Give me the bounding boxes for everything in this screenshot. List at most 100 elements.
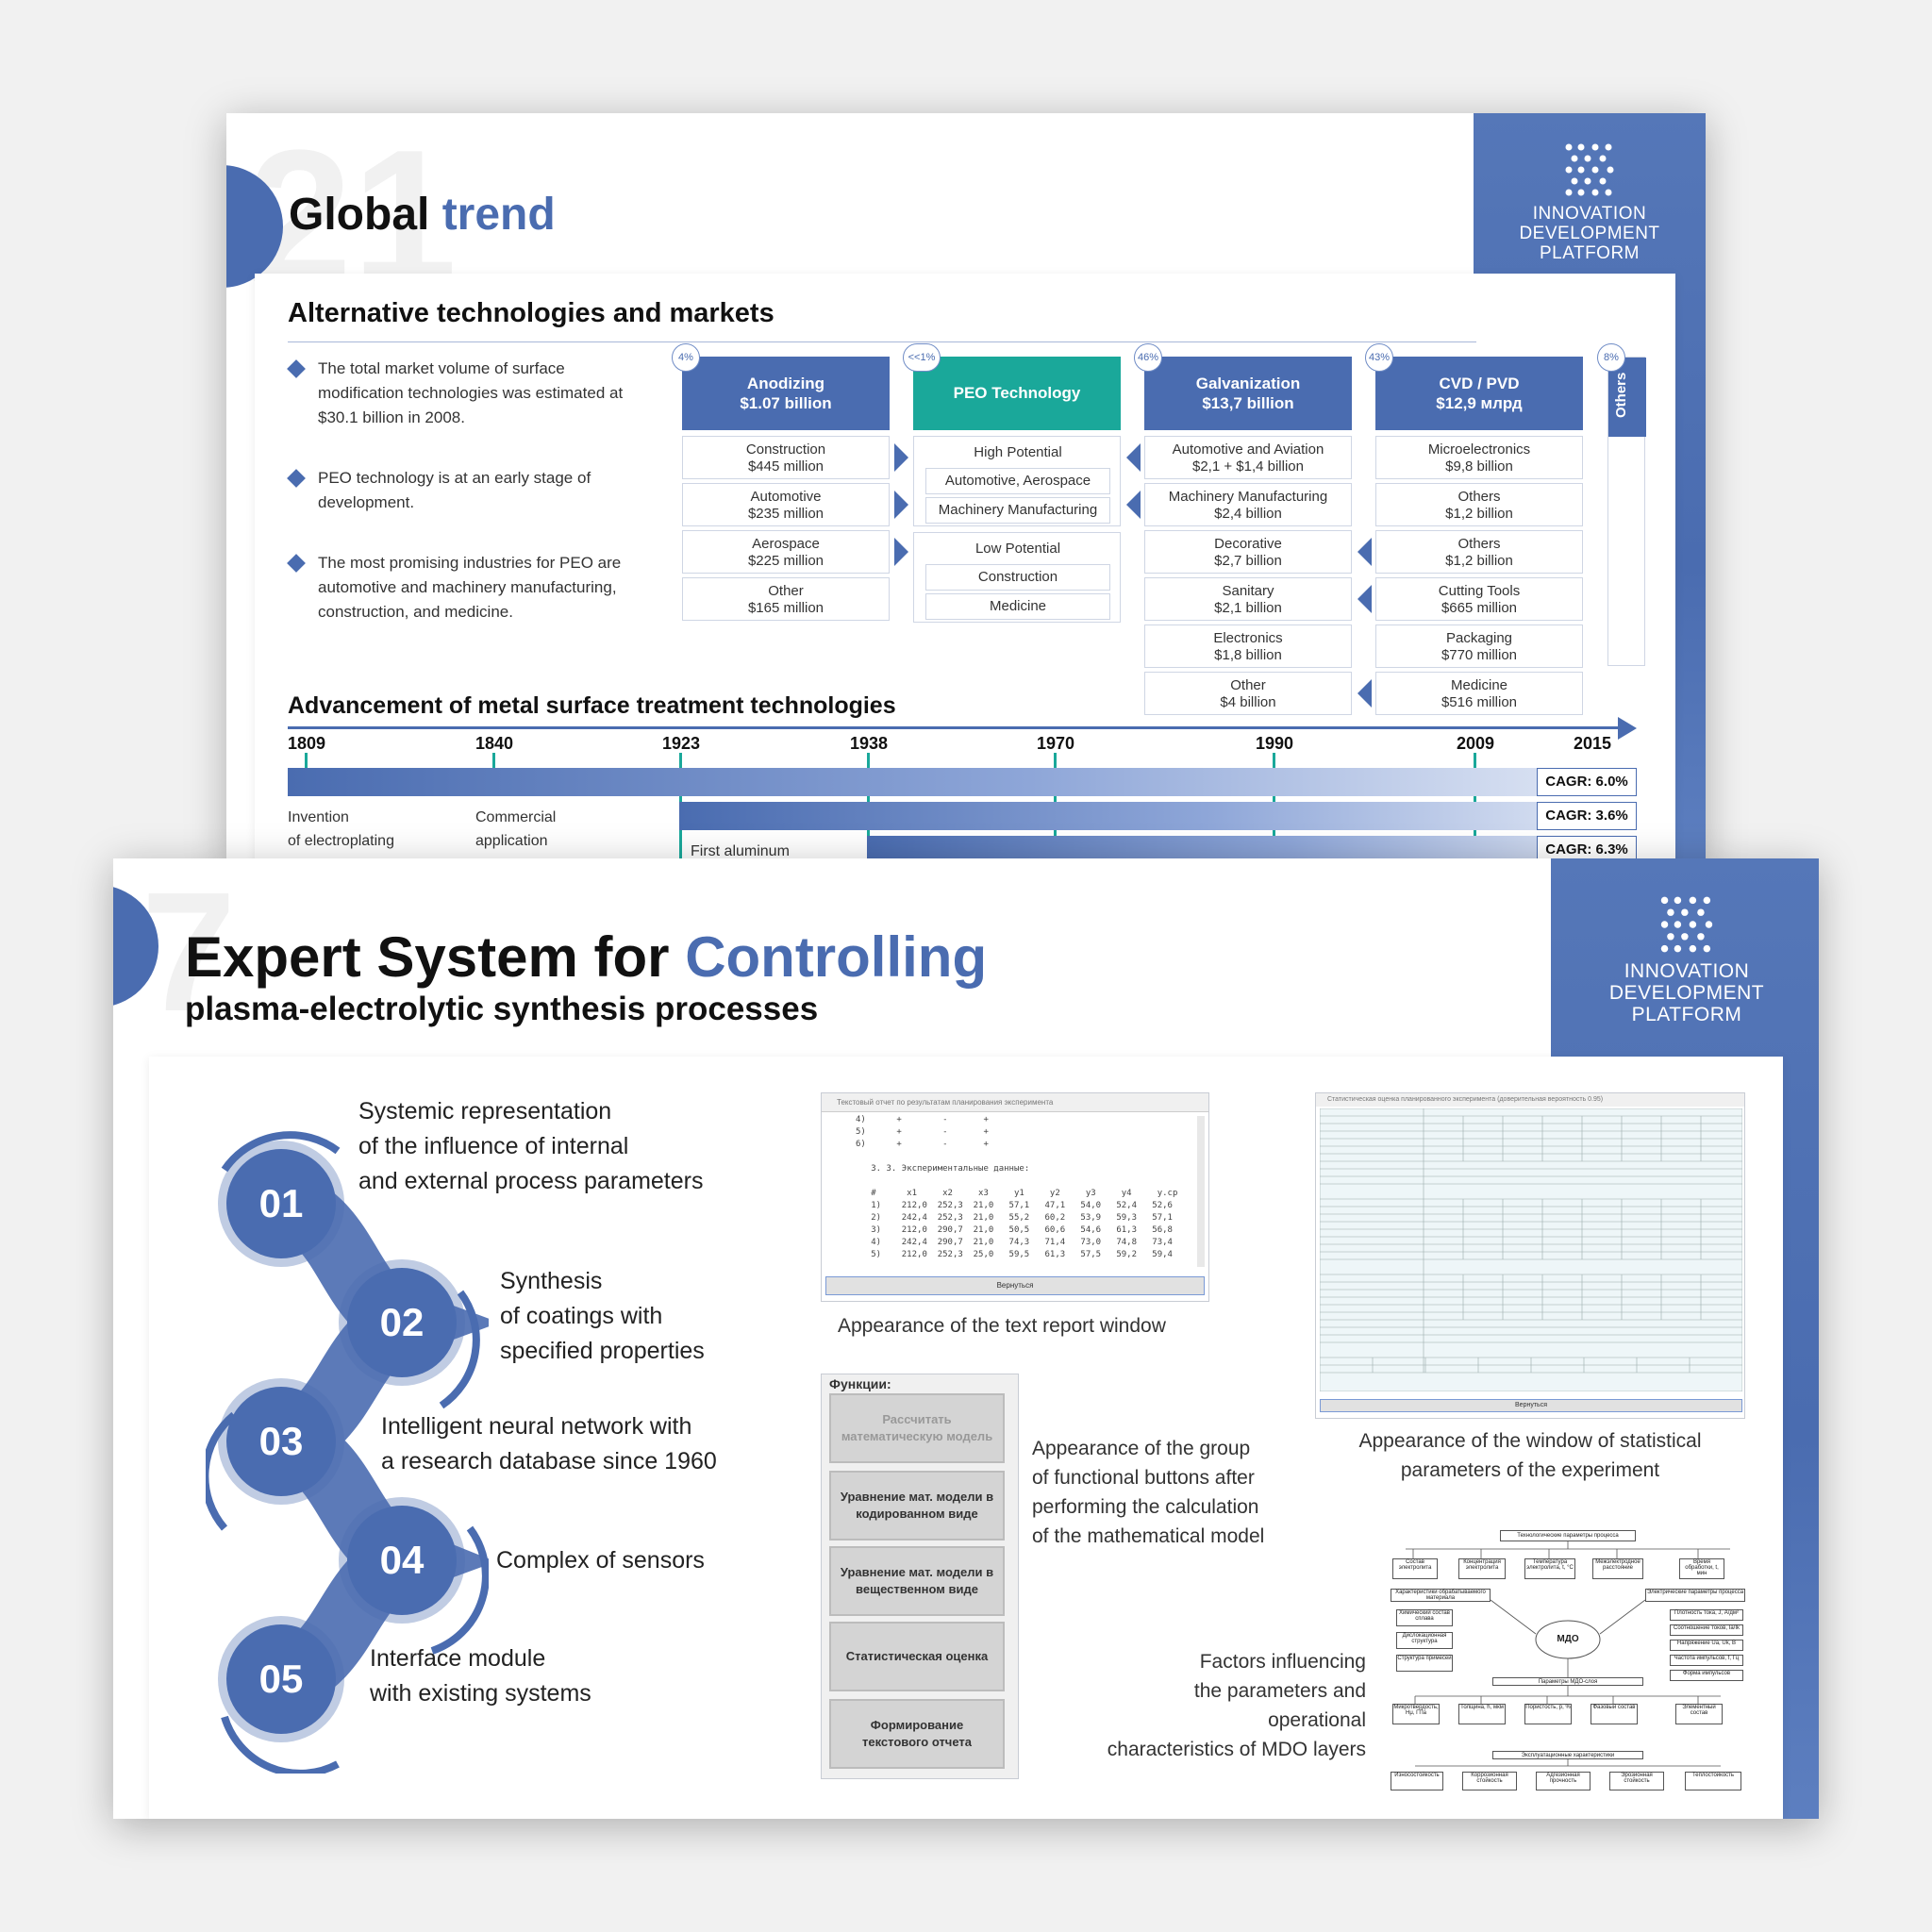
statistics-table bbox=[1320, 1108, 1742, 1391]
text-report-screenshot: Текстовый отчет по результатам планирова… bbox=[821, 1092, 1209, 1302]
diagram-box: Микротвердость, Hμ, ГПа bbox=[1392, 1704, 1440, 1724]
diagram-box: Структура примесей bbox=[1396, 1655, 1453, 1672]
arrow-right-icon bbox=[894, 538, 908, 566]
diagram-box: Электрические параметры процесса bbox=[1645, 1589, 1745, 1602]
diagram-box: Дислокационная структура bbox=[1396, 1632, 1453, 1649]
window-titlebar: Текстовый отчет по результатам планирова… bbox=[822, 1093, 1208, 1112]
page-subtitle: plasma-electrolytic synthesis processes bbox=[185, 991, 819, 1027]
cagr-label: CAGR: 3.6% bbox=[1537, 802, 1637, 830]
year-label: 1970 bbox=[1037, 734, 1075, 753]
column-others: Others bbox=[1607, 357, 1646, 666]
diamond-icon bbox=[287, 554, 306, 573]
return-button[interactable]: Вернуться bbox=[1320, 1399, 1742, 1412]
diagram-connectors bbox=[1406, 1541, 1730, 1767]
diagram-box: Элементный состав bbox=[1675, 1704, 1723, 1724]
company-logo: INNOVATION DEVELOPMENT PLATFORM bbox=[1502, 142, 1677, 263]
diagram-box: Теплостойкость bbox=[1685, 1772, 1741, 1790]
year-label: 2015 bbox=[1574, 734, 1612, 753]
percent-badge: 4% bbox=[672, 343, 700, 372]
year-label: 1990 bbox=[1256, 734, 1294, 753]
market-cell: Machinery Manufacturing$2,4 billion bbox=[1144, 483, 1352, 526]
market-cell: Others$1,2 billion bbox=[1375, 483, 1583, 526]
diagram-box: Толщина, h, мкм bbox=[1458, 1704, 1506, 1724]
stat-estimate-button[interactable]: Статистическая оценка bbox=[829, 1622, 1005, 1691]
diamond-icon bbox=[287, 359, 306, 378]
diagram-box: Концентрация электролита bbox=[1458, 1558, 1506, 1579]
diagram-box: Фазовый состав bbox=[1591, 1704, 1638, 1724]
content-panel: Alternative technologies and markets The… bbox=[255, 274, 1675, 868]
market-cell: Cutting Tools$665 million bbox=[1375, 577, 1583, 621]
arrow-left-icon bbox=[1126, 443, 1141, 472]
growth-bar bbox=[679, 802, 1637, 830]
step-number: 05 bbox=[226, 1624, 336, 1734]
arrow-right-icon bbox=[894, 491, 908, 519]
logo-icon bbox=[1660, 896, 1713, 953]
arrow-left-icon bbox=[1357, 538, 1372, 566]
market-cell: Decorative$2,7 billion bbox=[1144, 530, 1352, 574]
diamond-icon bbox=[287, 469, 306, 488]
text-report-button[interactable]: Формирование текстового отчета bbox=[829, 1699, 1005, 1769]
low-potential-box: Low Potential Construction Medicine bbox=[913, 532, 1121, 623]
market-cell: Microelectronics$9,8 billion bbox=[1375, 436, 1583, 479]
diagram-box: Характеристики обрабатываемого материала bbox=[1391, 1589, 1491, 1602]
column-head-cvd-pvd: CVD / PVD$12,9 млрд bbox=[1375, 357, 1583, 430]
diagram-box: Эксплуатационные характеристики bbox=[1492, 1751, 1643, 1759]
section-rule bbox=[288, 341, 1476, 342]
market-cell: Other$4 billion bbox=[1144, 672, 1352, 715]
caption-diagram: Factors influencing the parameters and o… bbox=[1107, 1651, 1366, 1760]
market-cell: Automotive$235 million bbox=[682, 483, 890, 526]
functions-label: Функции: bbox=[829, 1376, 891, 1391]
diagram-box: Соотношение токов, Ia/Ik bbox=[1670, 1624, 1743, 1636]
page-title: Global trend bbox=[289, 190, 556, 240]
real-equation-button[interactable]: Уравнение мат. модели в вещественном вид… bbox=[829, 1546, 1005, 1616]
percent-badge: <<1% bbox=[903, 343, 941, 372]
cagr-label: CAGR: 6.0% bbox=[1537, 768, 1637, 796]
scrollbar[interactable] bbox=[1197, 1116, 1205, 1267]
market-cell: Aerospace$225 million bbox=[682, 530, 890, 574]
page-title: Expert System for Controlling bbox=[185, 925, 988, 989]
arrow-right-icon bbox=[894, 443, 908, 472]
diagram-box: Адгезионная прочность bbox=[1536, 1772, 1591, 1790]
step-number: 01 bbox=[226, 1149, 336, 1258]
diagram-box: Межэлектродное расстояние bbox=[1592, 1558, 1643, 1579]
return-button[interactable]: Вернуться bbox=[825, 1276, 1205, 1295]
calc-model-button[interactable]: Рассчитать математическую модель bbox=[829, 1393, 1005, 1463]
mdo-diagram: Технологические параметры процесса Соста… bbox=[1387, 1528, 1749, 1792]
diagram-box: Частота импульсов, f, Гц bbox=[1670, 1655, 1743, 1666]
section-title-markets: Alternative technologies and markets bbox=[288, 298, 774, 328]
caption-functions: Appearance of the group of functional bu… bbox=[1032, 1438, 1265, 1547]
percent-badge: 46% bbox=[1134, 343, 1162, 372]
bullet-item: PEO technology is at an early stage of d… bbox=[287, 466, 632, 515]
market-cell: Automotive and Aviation$2,1 + $1,4 billi… bbox=[1144, 436, 1352, 479]
timeline-arrow-icon bbox=[1618, 717, 1637, 740]
logo-icon bbox=[1565, 143, 1614, 196]
statistics-screenshot: Статистическая оценка планированного экс… bbox=[1315, 1092, 1745, 1419]
report-text: 4) + - + 5) + - + 6) + - + 3. 3. Экспери… bbox=[856, 1115, 1178, 1259]
diagram-box: Время обработки, t, мин bbox=[1679, 1558, 1724, 1579]
coded-equation-button[interactable]: Уравнение мат. модели в кодированном вид… bbox=[829, 1471, 1005, 1541]
year-label: 1809 bbox=[288, 734, 326, 753]
slide-expert-system: 7 Expert System for Controlling plasma-e… bbox=[113, 858, 1819, 1819]
year-label: 1923 bbox=[662, 734, 701, 753]
diagram-box: Форма импульсов bbox=[1670, 1670, 1743, 1681]
arrow-left-icon bbox=[1357, 585, 1372, 613]
diagram-box: Состав электролита bbox=[1392, 1558, 1438, 1579]
arrow-left-icon bbox=[1126, 491, 1141, 519]
company-logo: INNOVATION DEVELOPMENT PLATFORM bbox=[1594, 894, 1779, 1025]
step-number: 02 bbox=[347, 1268, 457, 1377]
diagram-box: Коррозионная стойкость bbox=[1462, 1772, 1517, 1790]
diagram-box: Напряжение Ua, Uk, B bbox=[1670, 1640, 1743, 1651]
percent-badge: 8% bbox=[1597, 343, 1625, 372]
diagram-top: Технологические параметры процесса bbox=[1500, 1530, 1636, 1541]
diagram-center: МДО bbox=[1557, 1634, 1579, 1644]
year-label: 1938 bbox=[850, 734, 889, 753]
high-potential-box: High Potential Automotive, Aerospace Mac… bbox=[913, 436, 1121, 526]
diagram-box: Плотность тока, J, А/дм² bbox=[1670, 1609, 1743, 1621]
diagram-box: Износостойкость bbox=[1391, 1772, 1443, 1790]
